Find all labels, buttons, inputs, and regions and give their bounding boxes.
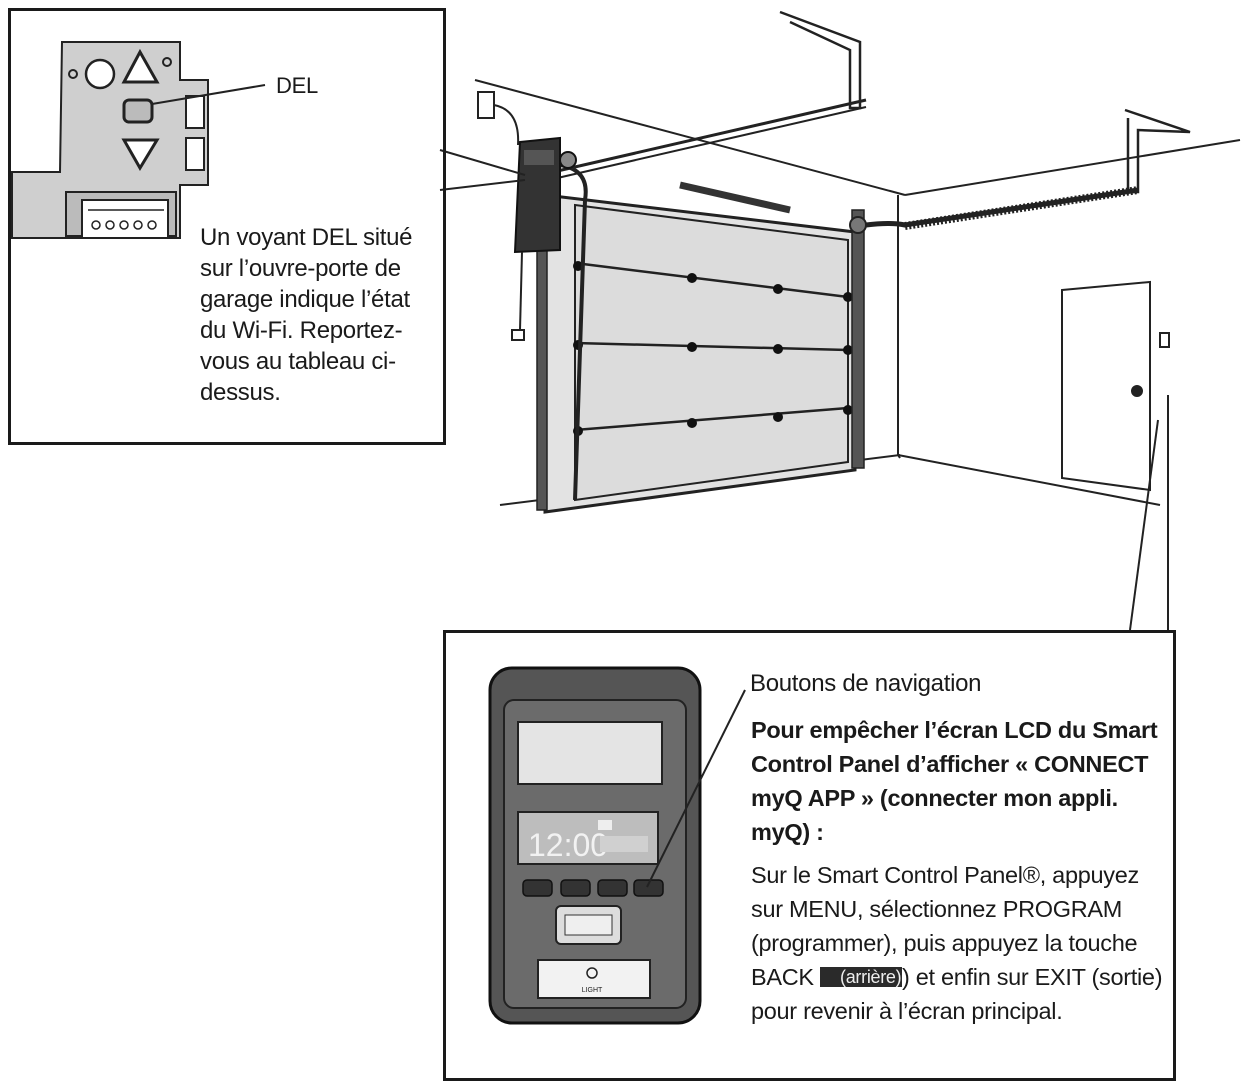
panel-callout-leaders xyxy=(1129,395,1169,631)
nav-button-1[interactable] xyxy=(522,879,553,897)
nav-button-4[interactable] xyxy=(633,879,664,897)
led-label: DEL xyxy=(276,73,318,98)
instruction-part1: Sur le Smart Control Panel®, appuyez sur… xyxy=(751,862,1139,990)
lcd-screen xyxy=(517,811,659,865)
light-button xyxy=(537,959,651,999)
back-key-icon: (arrière) xyxy=(820,967,903,987)
instruction-heading: Pour empêcher l’écran LCD du Smart Contr… xyxy=(751,717,1158,845)
door-tracks xyxy=(539,98,1139,501)
instruction-text: Sur le Smart Control Panel®, appuyez sur… xyxy=(751,858,1163,1028)
nav-leader-line xyxy=(646,689,746,888)
panel-callout-box xyxy=(443,630,1176,1081)
led-callout-leaders xyxy=(439,149,526,191)
led-callout-box xyxy=(8,8,446,445)
instruction-part2: ) et enfin sur EXIT (sortie) pour reveni… xyxy=(751,964,1163,1024)
led-indicator xyxy=(122,98,154,124)
nav-button-3[interactable] xyxy=(597,879,628,897)
led-panel-closeup xyxy=(11,41,266,239)
nav-buttons-label: Boutons de navigation xyxy=(750,670,982,697)
nav-buttons xyxy=(522,879,664,897)
led-description: Un voyant DEL situé sur l’ouvre-porte de… xyxy=(200,224,413,406)
nav-button-2[interactable] xyxy=(560,879,591,897)
light-bulb-icon xyxy=(586,967,598,979)
opener-unit xyxy=(493,104,577,341)
side-door xyxy=(1061,280,1151,492)
lcd-time: 12:00 xyxy=(528,827,608,863)
panel-window xyxy=(517,721,663,785)
wall-outlet xyxy=(477,91,495,119)
wall-button-small xyxy=(1159,332,1170,348)
light-label: LIGHT xyxy=(582,987,603,994)
back-key-label: (arrière) xyxy=(840,967,902,987)
garage-door xyxy=(536,179,867,514)
smart-control-panel-device: 12:00 LIGHT xyxy=(488,666,746,1025)
ceiling-brackets xyxy=(779,10,1191,194)
